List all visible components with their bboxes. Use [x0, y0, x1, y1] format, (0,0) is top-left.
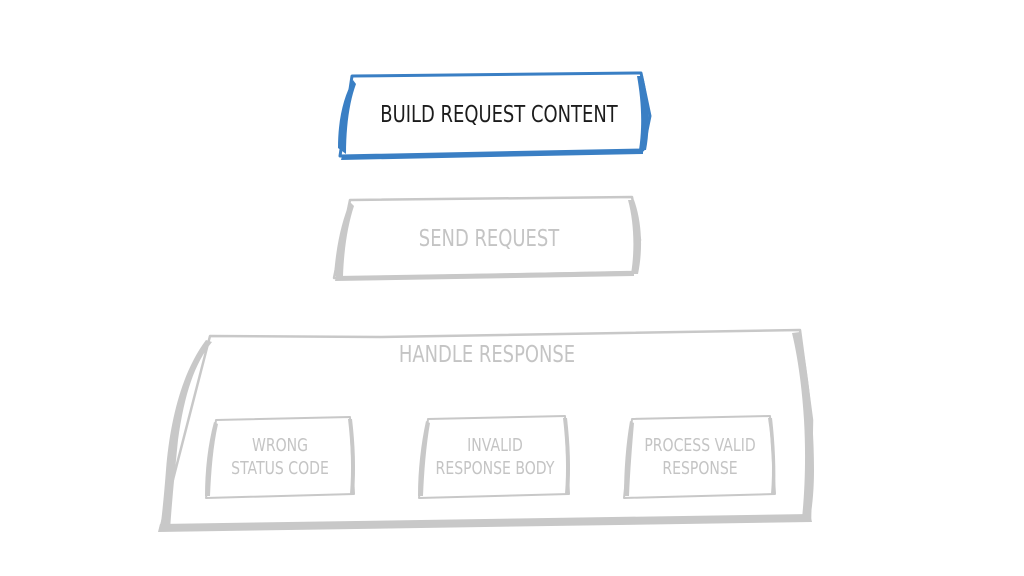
wrong-status-label: WRONG STATUS CODE: [231, 435, 329, 479]
send-request-label: SEND REQUEST: [418, 226, 560, 252]
build-request-box: [338, 71, 652, 160]
invalid-body-box: [418, 415, 571, 499]
build-request-label: BUILD REQUEST CONTENT: [380, 102, 618, 128]
invalid-body-label: INVALID RESPONSE BODY: [435, 435, 555, 479]
send-request-box: [332, 195, 642, 281]
process-valid-box: [623, 415, 776, 499]
handle-response-label: HANDLE RESPONSE: [398, 342, 576, 368]
process-valid-label: PROCESS VALID RESPONSE: [644, 435, 756, 479]
wrong-status-box: [205, 416, 356, 499]
